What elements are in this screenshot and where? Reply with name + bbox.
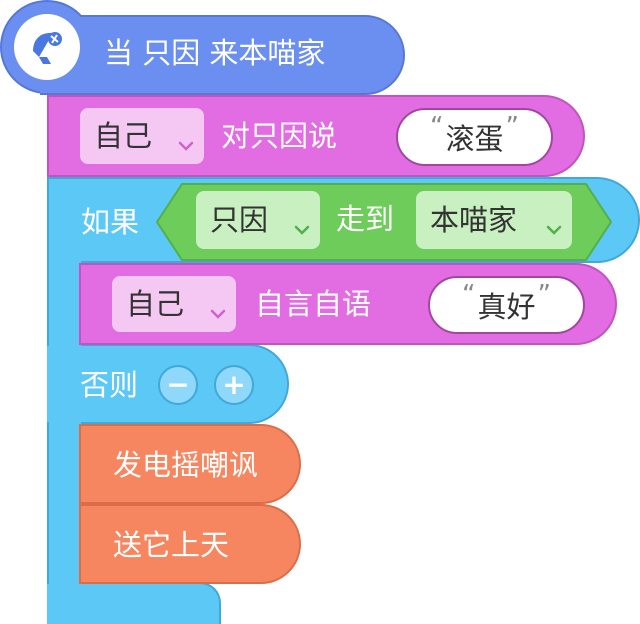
open-quote: “ xyxy=(462,280,476,310)
self-target-value: 自己 xyxy=(126,286,185,321)
condition-verb: 走到 xyxy=(336,202,395,236)
subject-value: 只因 xyxy=(210,202,269,237)
self-message-field[interactable]: “ 真好 ” xyxy=(428,276,585,334)
close-quote: ” xyxy=(505,112,519,142)
chevron-down-icon xyxy=(546,213,562,242)
open-quote: “ xyxy=(430,112,444,142)
action-label: 送它上天 xyxy=(113,528,230,562)
remove-branch-button[interactable]: − xyxy=(158,365,198,405)
plus-icon: + xyxy=(222,368,246,401)
else-row[interactable]: 否则 − + xyxy=(47,344,289,424)
add-branch-button[interactable]: + xyxy=(214,365,254,405)
subject-dropdown[interactable]: 只因 xyxy=(196,191,320,249)
say-message-field[interactable]: “ 滚蛋 ” xyxy=(396,108,553,166)
chevron-down-icon xyxy=(294,213,310,242)
minus-icon: − xyxy=(166,368,190,401)
self-talk-block[interactable]: 自己 自言自语 “ 真好 ” xyxy=(79,263,617,345)
condition-block[interactable]: 只因 走到 本喵家 xyxy=(156,183,612,261)
say-target-dropdown[interactable]: 自己 xyxy=(80,108,204,164)
else-label: 否则 xyxy=(80,368,139,402)
hat-label: 当 只因 来本喵家 xyxy=(104,36,326,70)
chevron-down-icon xyxy=(178,129,194,158)
chevron-down-icon xyxy=(210,297,226,326)
action-block[interactable]: 送它上天 xyxy=(79,504,301,584)
action-block[interactable]: 发电摇嘲讽 xyxy=(79,424,301,504)
self-target-dropdown[interactable]: 自己 xyxy=(112,276,236,332)
if-label: 如果 xyxy=(81,205,140,239)
hat-block[interactable] xyxy=(40,15,405,95)
place-value: 本喵家 xyxy=(430,202,518,237)
say-target-value: 自己 xyxy=(94,118,153,153)
satellite-dish-icon xyxy=(14,14,80,80)
say-message-value: 滚蛋 xyxy=(445,122,504,156)
self-talk-verb: 自言自语 xyxy=(255,287,372,321)
self-message-value: 真好 xyxy=(477,290,536,324)
place-dropdown[interactable]: 本喵家 xyxy=(416,191,572,249)
say-block[interactable]: 自己 对只因说 “ 滚蛋 ” xyxy=(47,95,585,177)
close-quote: ” xyxy=(537,280,551,310)
if-else-arm-fill xyxy=(49,262,81,624)
action-label: 发电摇嘲讽 xyxy=(113,448,259,482)
say-verb: 对只因说 xyxy=(221,119,338,153)
